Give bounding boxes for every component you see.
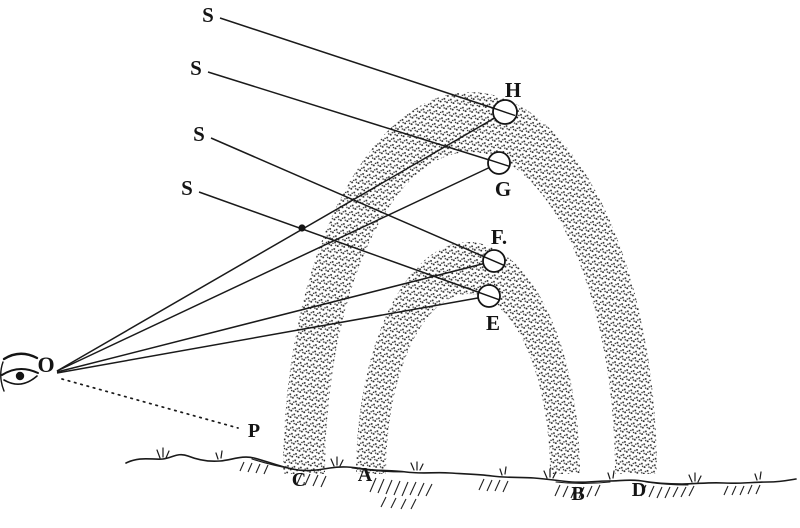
label-drop-f: F.: [491, 225, 507, 249]
primary-rainbow-band: [356, 242, 580, 474]
label-ground-c: C: [292, 469, 306, 491]
label-ground-d: D: [632, 479, 646, 501]
label-ground-b: B: [571, 483, 584, 505]
face-flourish-stroke: [0, 361, 5, 392]
label-ground-a: A: [358, 464, 373, 486]
label-sun-ray-2: S: [190, 56, 202, 80]
label-drop-g: G: [495, 177, 511, 201]
dotted-line-o-to-p: [61, 378, 239, 429]
label-eye-o: O: [37, 352, 54, 377]
label-sun-ray-3: S: [193, 122, 205, 146]
raindrop-internal-rays: [478, 107, 516, 301]
ground-hatching: [239, 461, 761, 510]
sun-ray-to-e: [198, 191, 490, 297]
eyebrow-stroke: [2, 352, 39, 361]
sight-line-to-g: [56, 162, 500, 372]
ray-crossing-dot: [298, 224, 306, 232]
secondary-rainbow-band: [283, 92, 657, 474]
sun-ray-to-g: [207, 71, 500, 164]
lower-eyelid-stroke: [3, 375, 38, 385]
sight-lines: [56, 111, 506, 374]
ground-line: [125, 453, 797, 485]
pupil: [15, 371, 25, 381]
label-point-p: P: [248, 420, 260, 442]
grass-tufts: [156, 447, 762, 483]
label-sun-ray-1: S: [202, 3, 214, 27]
sight-line-to-e: [56, 295, 490, 374]
upper-eyelid-stroke: [1, 368, 39, 376]
raindrops: [477, 99, 518, 308]
label-drop-h: H: [505, 78, 521, 102]
label-sun-ray-4: S: [181, 176, 193, 200]
sun-ray-to-h: [219, 17, 506, 113]
labels: S S S S H G F. E O P C A B D: [37, 3, 646, 505]
label-drop-e: E: [486, 311, 500, 335]
eye-icon: [0, 352, 39, 392]
sight-line-to-h: [56, 111, 506, 372]
sight-line-to-f: [56, 260, 495, 373]
ground-line-overstrokes: [251, 458, 689, 486]
